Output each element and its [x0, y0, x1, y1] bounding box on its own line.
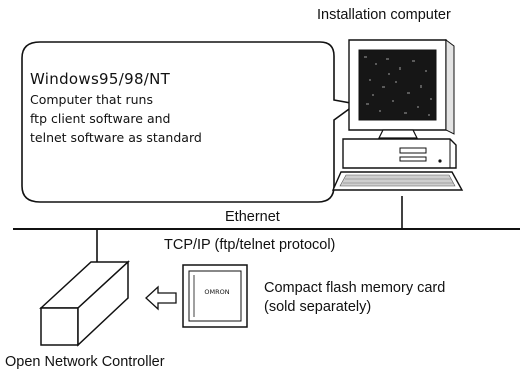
controller-label: Open Network Controller [5, 354, 165, 370]
bubble-line: Windows95/98/NT [30, 70, 171, 88]
bubble-line: telnet software as standard [30, 130, 202, 145]
speech-bubble [21, 41, 358, 203]
protocol-label: TCP/IP (ftp/telnet protocol) [164, 237, 336, 253]
bubble-line: ftp client software and [30, 111, 171, 126]
flash-card-icon: OMRON [182, 264, 248, 328]
card-face-label: OMRON [204, 288, 229, 296]
insert-arrow-icon [145, 285, 177, 311]
card-label-line2: (sold separately) [264, 299, 372, 315]
desktop-computer-icon [331, 39, 464, 191]
card-label-line1: Compact flash memory card [264, 280, 446, 296]
bubble-line: Computer that runs [30, 92, 153, 107]
ethernet-label: Ethernet [225, 209, 280, 225]
installation-computer-label: Installation computer [317, 7, 451, 23]
bubble-text: Windows95/98/NT Computer that runs ftp c… [30, 70, 280, 147]
controller-box-icon [39, 260, 130, 347]
